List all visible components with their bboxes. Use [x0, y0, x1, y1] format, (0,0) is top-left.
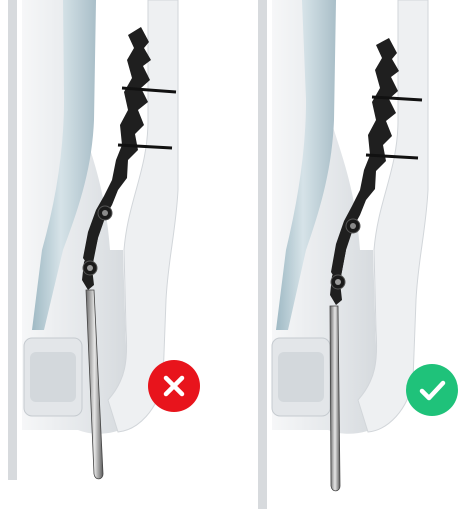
- checkmark-icon-circle: [406, 364, 458, 416]
- fork-stanchion: [8, 0, 17, 480]
- bottom-bracket-cup: [278, 352, 324, 402]
- fork-stanchion: [258, 0, 267, 509]
- incorrect-installation-panel: [8, 0, 208, 509]
- bottom-bracket-cup: [30, 352, 76, 402]
- guide-rod: [330, 306, 340, 491]
- pivot-bolt-upper-center: [102, 210, 108, 216]
- correct-badge: [406, 364, 458, 416]
- cross-icon: [148, 360, 200, 412]
- incorrect-badge: [148, 360, 200, 412]
- checkmark-icon: [406, 364, 458, 416]
- correct-installation-panel: [258, 0, 458, 509]
- correct-installation-drawing: [258, 0, 458, 509]
- pivot-bolt-lower-center: [87, 265, 93, 271]
- incorrect-installation-drawing: [8, 0, 208, 509]
- pivot-bolt-upper-center: [350, 223, 356, 229]
- pivot-bolt-lower-center: [335, 279, 341, 285]
